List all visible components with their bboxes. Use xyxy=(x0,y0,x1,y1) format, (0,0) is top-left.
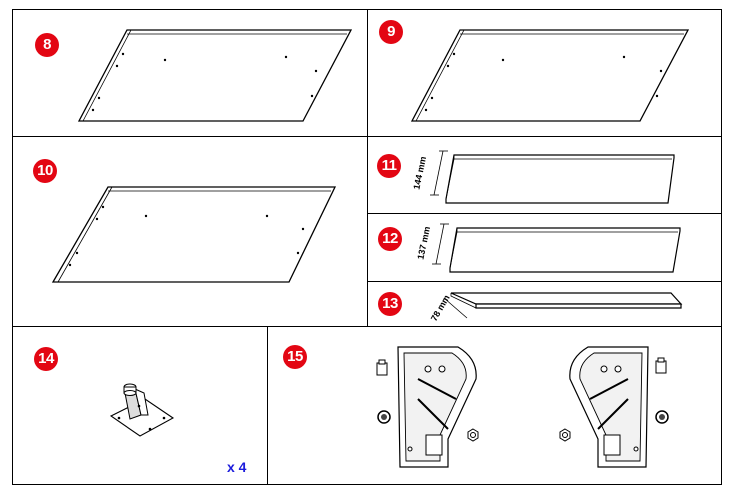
panel-drawing-9 xyxy=(410,29,690,122)
part-cell-15: 15 xyxy=(267,326,722,485)
part-cell-12: 12 137 mm xyxy=(367,213,722,282)
part-number-badge-14: 14 xyxy=(34,347,58,371)
panel-drawing-8 xyxy=(77,29,353,122)
part-cell-14: 14 x 4 xyxy=(12,326,268,485)
part-cell-13: 13 78 mm xyxy=(367,281,722,327)
board-drawing-11 xyxy=(430,150,675,204)
part-number-badge-12: 12 xyxy=(378,227,402,251)
part-number-badge-10: 10 xyxy=(33,159,57,183)
part-number-badge-11: 11 xyxy=(377,154,401,178)
fastener-icon-right-cap xyxy=(655,357,667,374)
nut-icon-right-large xyxy=(655,410,669,424)
part-cell-8: 8 xyxy=(12,9,368,137)
leg-bracket-drawing xyxy=(109,383,175,437)
part-number-badge-8: 8 xyxy=(35,33,59,57)
quantity-label: x 4 xyxy=(227,459,247,475)
part-number-badge-9: 9 xyxy=(379,20,403,44)
board-drawing-12 xyxy=(432,223,681,273)
part-cell-10: 10 xyxy=(12,136,368,327)
mechanism-drawing-left xyxy=(397,346,477,468)
fastener-icon-left-cap xyxy=(376,359,388,376)
board-drawing-13 xyxy=(443,292,683,319)
nut-icon-right-small xyxy=(559,428,571,442)
nut-icon-left-small xyxy=(467,428,479,442)
mechanism-drawing-right xyxy=(569,346,649,468)
part-number-badge-15: 15 xyxy=(283,345,307,369)
panel-drawing-10 xyxy=(51,186,337,283)
part-number-badge-13: 13 xyxy=(378,292,402,316)
part-cell-11: 11 144 mm xyxy=(367,136,722,214)
nut-icon-left-large xyxy=(377,410,391,424)
part-cell-9: 9 xyxy=(367,9,722,137)
